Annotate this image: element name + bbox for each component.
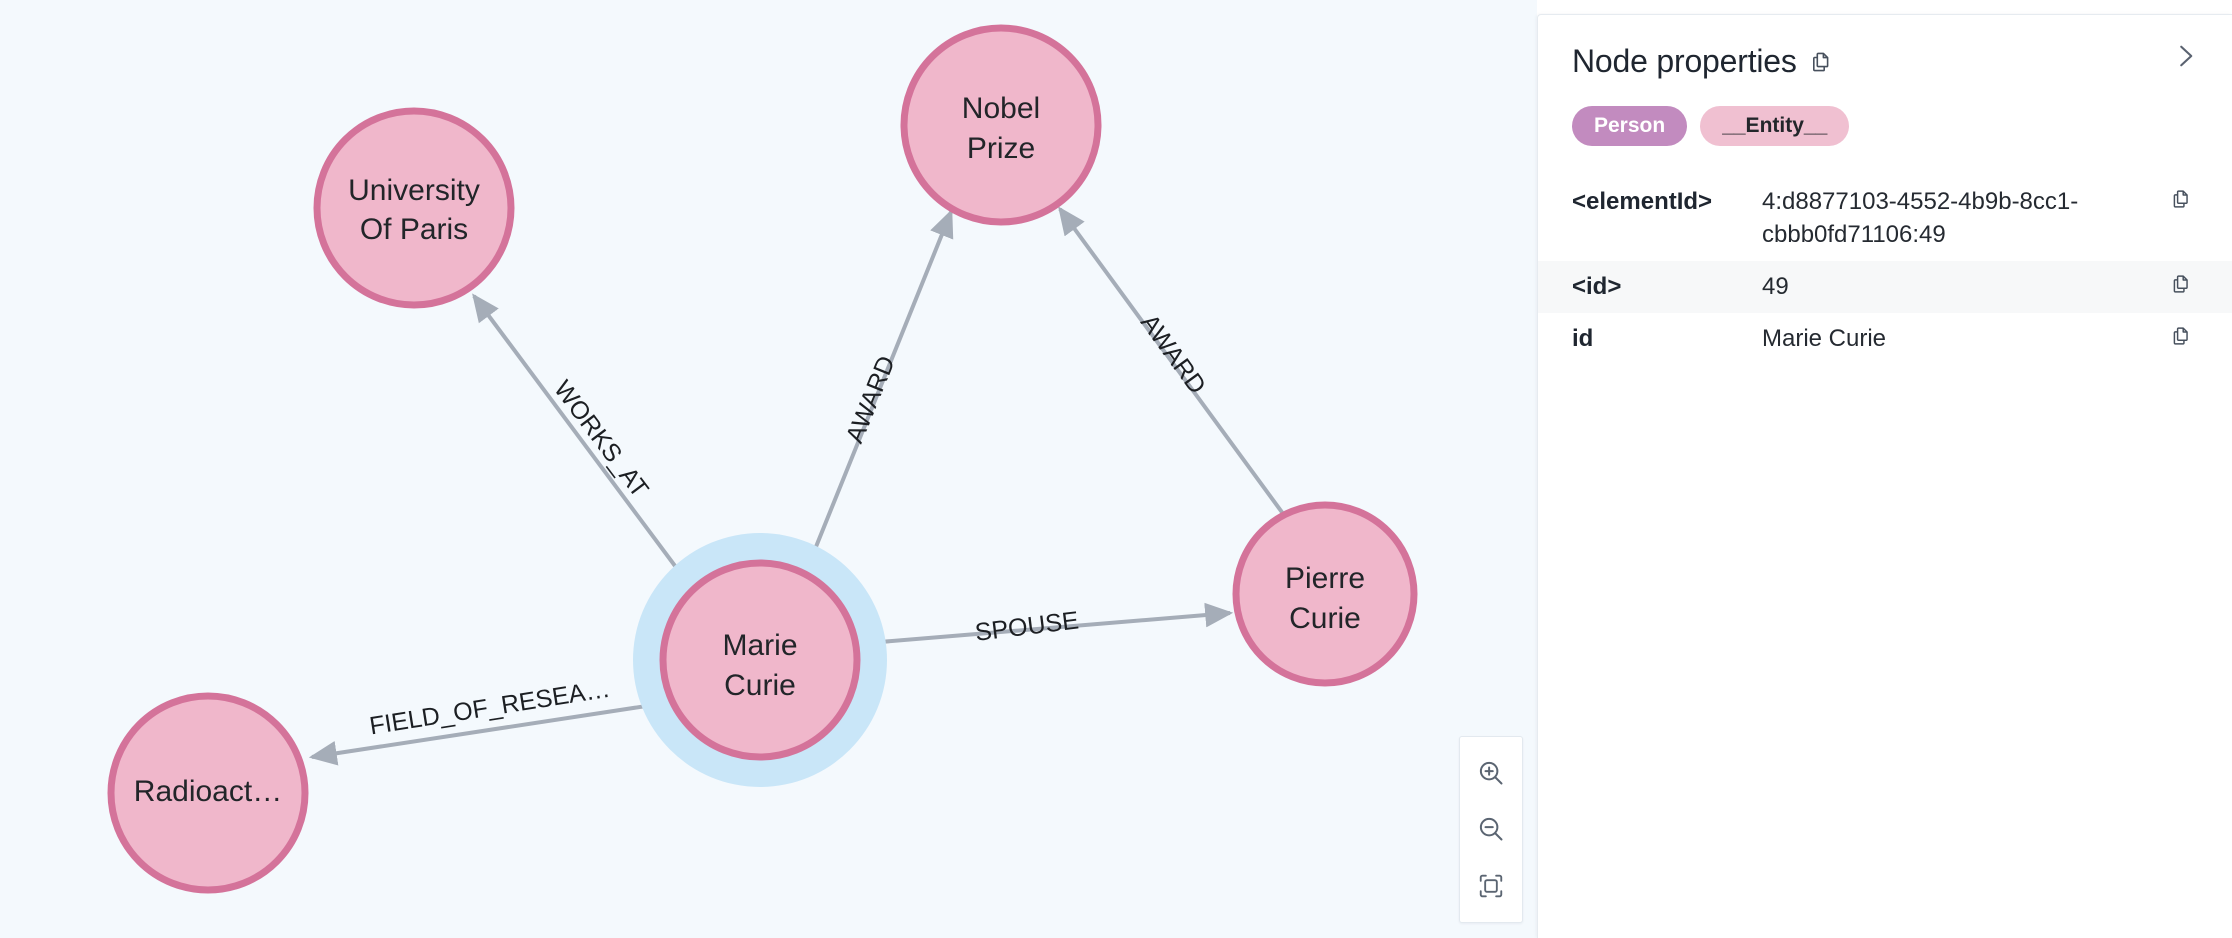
node-label-chip-person[interactable]: Person — [1572, 106, 1688, 147]
copy-icon — [2170, 188, 2192, 215]
node-university-of-paris[interactable]: University Of Paris — [313, 107, 515, 309]
copy-value-button-id-internal[interactable] — [2164, 271, 2198, 300]
property-value-elementid: 4:d8877103-4552-4b9b-8cc1-cbbb0fd71106:4… — [1762, 188, 2079, 248]
edge-label-award-pierre: AWARD — [1135, 309, 1211, 399]
node-nobel-prize[interactable]: Nobel Prize — [900, 24, 1102, 226]
zoom-in-icon — [1476, 758, 1506, 788]
edge-award-marie[interactable] — [803, 209, 954, 575]
collapse-panel-button[interactable] — [2168, 41, 2202, 75]
panel-header: Node properties — [1538, 15, 2232, 80]
fit-to-screen-icon — [1477, 872, 1505, 900]
chevron-right-icon — [2170, 41, 2200, 76]
graph-svg[interactable]: University Of Paris Nobel Prize Marie Cu… — [0, 0, 1537, 938]
node-marie-curie[interactable]: Marie Curie — [659, 559, 861, 761]
node-label-chips: Person __Entity__ — [1538, 80, 2232, 147]
copy-all-properties-button[interactable] — [1809, 50, 1833, 79]
edge-award-pierre[interactable] — [1058, 206, 1286, 517]
zoom-out-button[interactable] — [1468, 806, 1514, 852]
node-radioactivity[interactable]: Radioact… — [107, 692, 309, 894]
copy-icon — [2170, 325, 2192, 352]
table-row: id Marie Curie — [1538, 313, 2232, 365]
table-row: <id> 49 — [1538, 261, 2232, 314]
copy-icon — [2170, 273, 2192, 300]
zoom-out-icon — [1476, 814, 1506, 844]
property-key-id-internal: <id> — [1572, 273, 1622, 301]
table-row: <elementId> 4:d8877103-4552-4b9b-8cc1-cb… — [1538, 176, 2232, 261]
property-value-id-internal: 49 — [1762, 273, 1789, 301]
edge-label-works-at: WORKS_AT — [548, 375, 654, 502]
node-properties-panel: Node properties Perso — [1537, 14, 2232, 938]
node-pierre-curie[interactable]: Pierre Curie — [1232, 501, 1418, 687]
graph-canvas[interactable]: University Of Paris Nobel Prize Marie Cu… — [0, 0, 1537, 938]
property-key-elementid: <elementId> — [1572, 188, 1713, 216]
edge-label-award-marie: AWARD — [841, 352, 901, 447]
edge-works-at[interactable] — [472, 293, 686, 580]
property-value-id: Marie Curie — [1762, 325, 1887, 353]
edges-layer — [308, 206, 1286, 766]
copy-icon — [1809, 50, 1833, 79]
copy-value-button-id[interactable] — [2164, 323, 2198, 352]
edge-spouse[interactable] — [855, 602, 1234, 646]
fit-to-screen-button[interactable] — [1468, 863, 1514, 909]
copy-value-button-elementid[interactable] — [2164, 186, 2198, 215]
page-title: Node properties — [1572, 43, 1797, 79]
property-key-id: id — [1572, 325, 1594, 353]
zoom-controls — [1459, 736, 1523, 923]
node-label-chip-entity[interactable]: __Entity__ — [1700, 106, 1850, 147]
edge-field-of-research[interactable] — [308, 701, 667, 766]
properties-table: <elementId> 4:d8877103-4552-4b9b-8cc1-cb… — [1538, 176, 2232, 366]
zoom-in-button[interactable] — [1468, 750, 1514, 796]
